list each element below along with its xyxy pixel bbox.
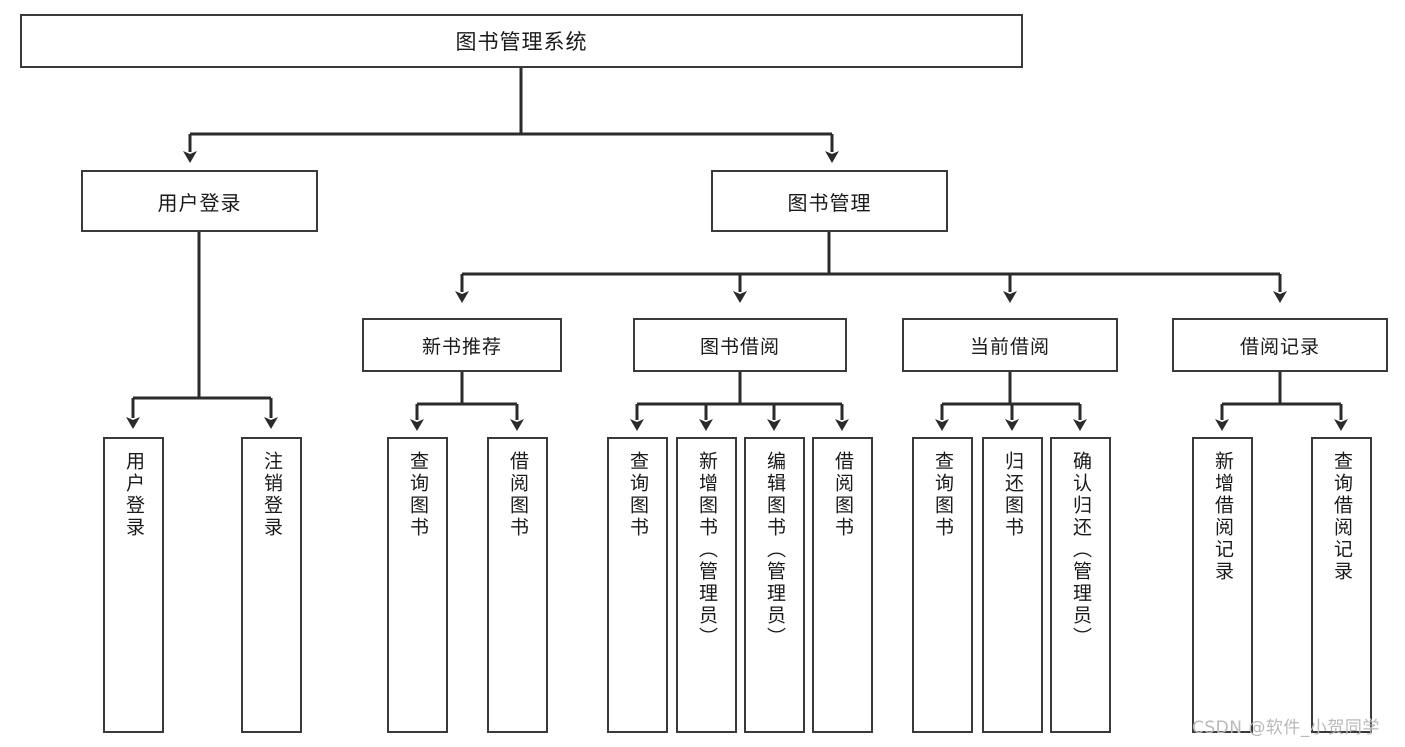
leaf-label: 确认归还（管理员） (1070, 451, 1092, 649)
watermark: CSDN @软件_小贺同学 (1192, 718, 1380, 738)
node-book-management-label: 图书管理 (787, 190, 872, 215)
leaf-current-confirm-return[interactable]: 确认归还（管理员） (1050, 437, 1111, 733)
leaf-borrow-borrow-book[interactable]: 借阅图书 (812, 437, 873, 733)
leaf-label: 新增借阅记录 (1212, 451, 1234, 583)
leaf-label: 查询图书 (407, 451, 429, 539)
leaf-label: 借阅图书 (832, 451, 854, 539)
leaf-new-book-borrow[interactable]: 借阅图书 (487, 437, 548, 733)
node-new-book-recommend[interactable]: 新书推荐 (362, 318, 562, 372)
node-current-borrow[interactable]: 当前借阅 (902, 318, 1118, 372)
node-book-borrow[interactable]: 图书借阅 (633, 318, 847, 372)
node-new-book-recommend-label: 新书推荐 (421, 335, 502, 358)
leaf-record-add[interactable]: 新增借阅记录 (1192, 437, 1253, 733)
node-book-management[interactable]: 图书管理 (711, 170, 948, 232)
node-user-login[interactable]: 用户登录 (81, 170, 318, 232)
leaf-label: 新增图书（管理员） (696, 451, 718, 649)
node-user-login-label: 用户登录 (157, 190, 242, 215)
leaf-label: 借阅图书 (507, 451, 529, 539)
leaf-borrow-query-book[interactable]: 查询图书 (607, 437, 668, 733)
node-current-borrow-label: 当前借阅 (969, 335, 1050, 358)
leaf-user-login-login[interactable]: 用户登录 (103, 437, 164, 733)
leaf-current-query-book[interactable]: 查询图书 (912, 437, 973, 733)
leaf-current-return-book[interactable]: 归还图书 (982, 437, 1043, 733)
leaf-borrow-edit-book[interactable]: 编辑图书（管理员） (744, 437, 805, 733)
leaf-record-query[interactable]: 查询借阅记录 (1311, 437, 1372, 733)
node-borrow-record-label: 借阅记录 (1239, 335, 1320, 358)
leaf-label: 编辑图书（管理员） (764, 451, 786, 649)
leaf-label: 查询图书 (932, 451, 954, 539)
leaf-new-book-query[interactable]: 查询图书 (387, 437, 448, 733)
leaf-label: 注销登录 (261, 451, 283, 539)
leaf-label: 用户登录 (123, 451, 145, 539)
leaf-label: 查询借阅记录 (1331, 451, 1353, 583)
leaf-label: 归还图书 (1002, 451, 1024, 539)
node-book-borrow-label: 图书借阅 (699, 335, 780, 358)
node-borrow-record[interactable]: 借阅记录 (1172, 318, 1388, 372)
leaf-borrow-add-book[interactable]: 新增图书（管理员） (676, 437, 737, 733)
leaf-user-login-logout[interactable]: 注销登录 (241, 437, 302, 733)
node-root[interactable]: 图书管理系统 (20, 14, 1023, 68)
node-root-label: 图书管理系统 (455, 30, 588, 54)
leaf-label: 查询图书 (627, 451, 649, 539)
